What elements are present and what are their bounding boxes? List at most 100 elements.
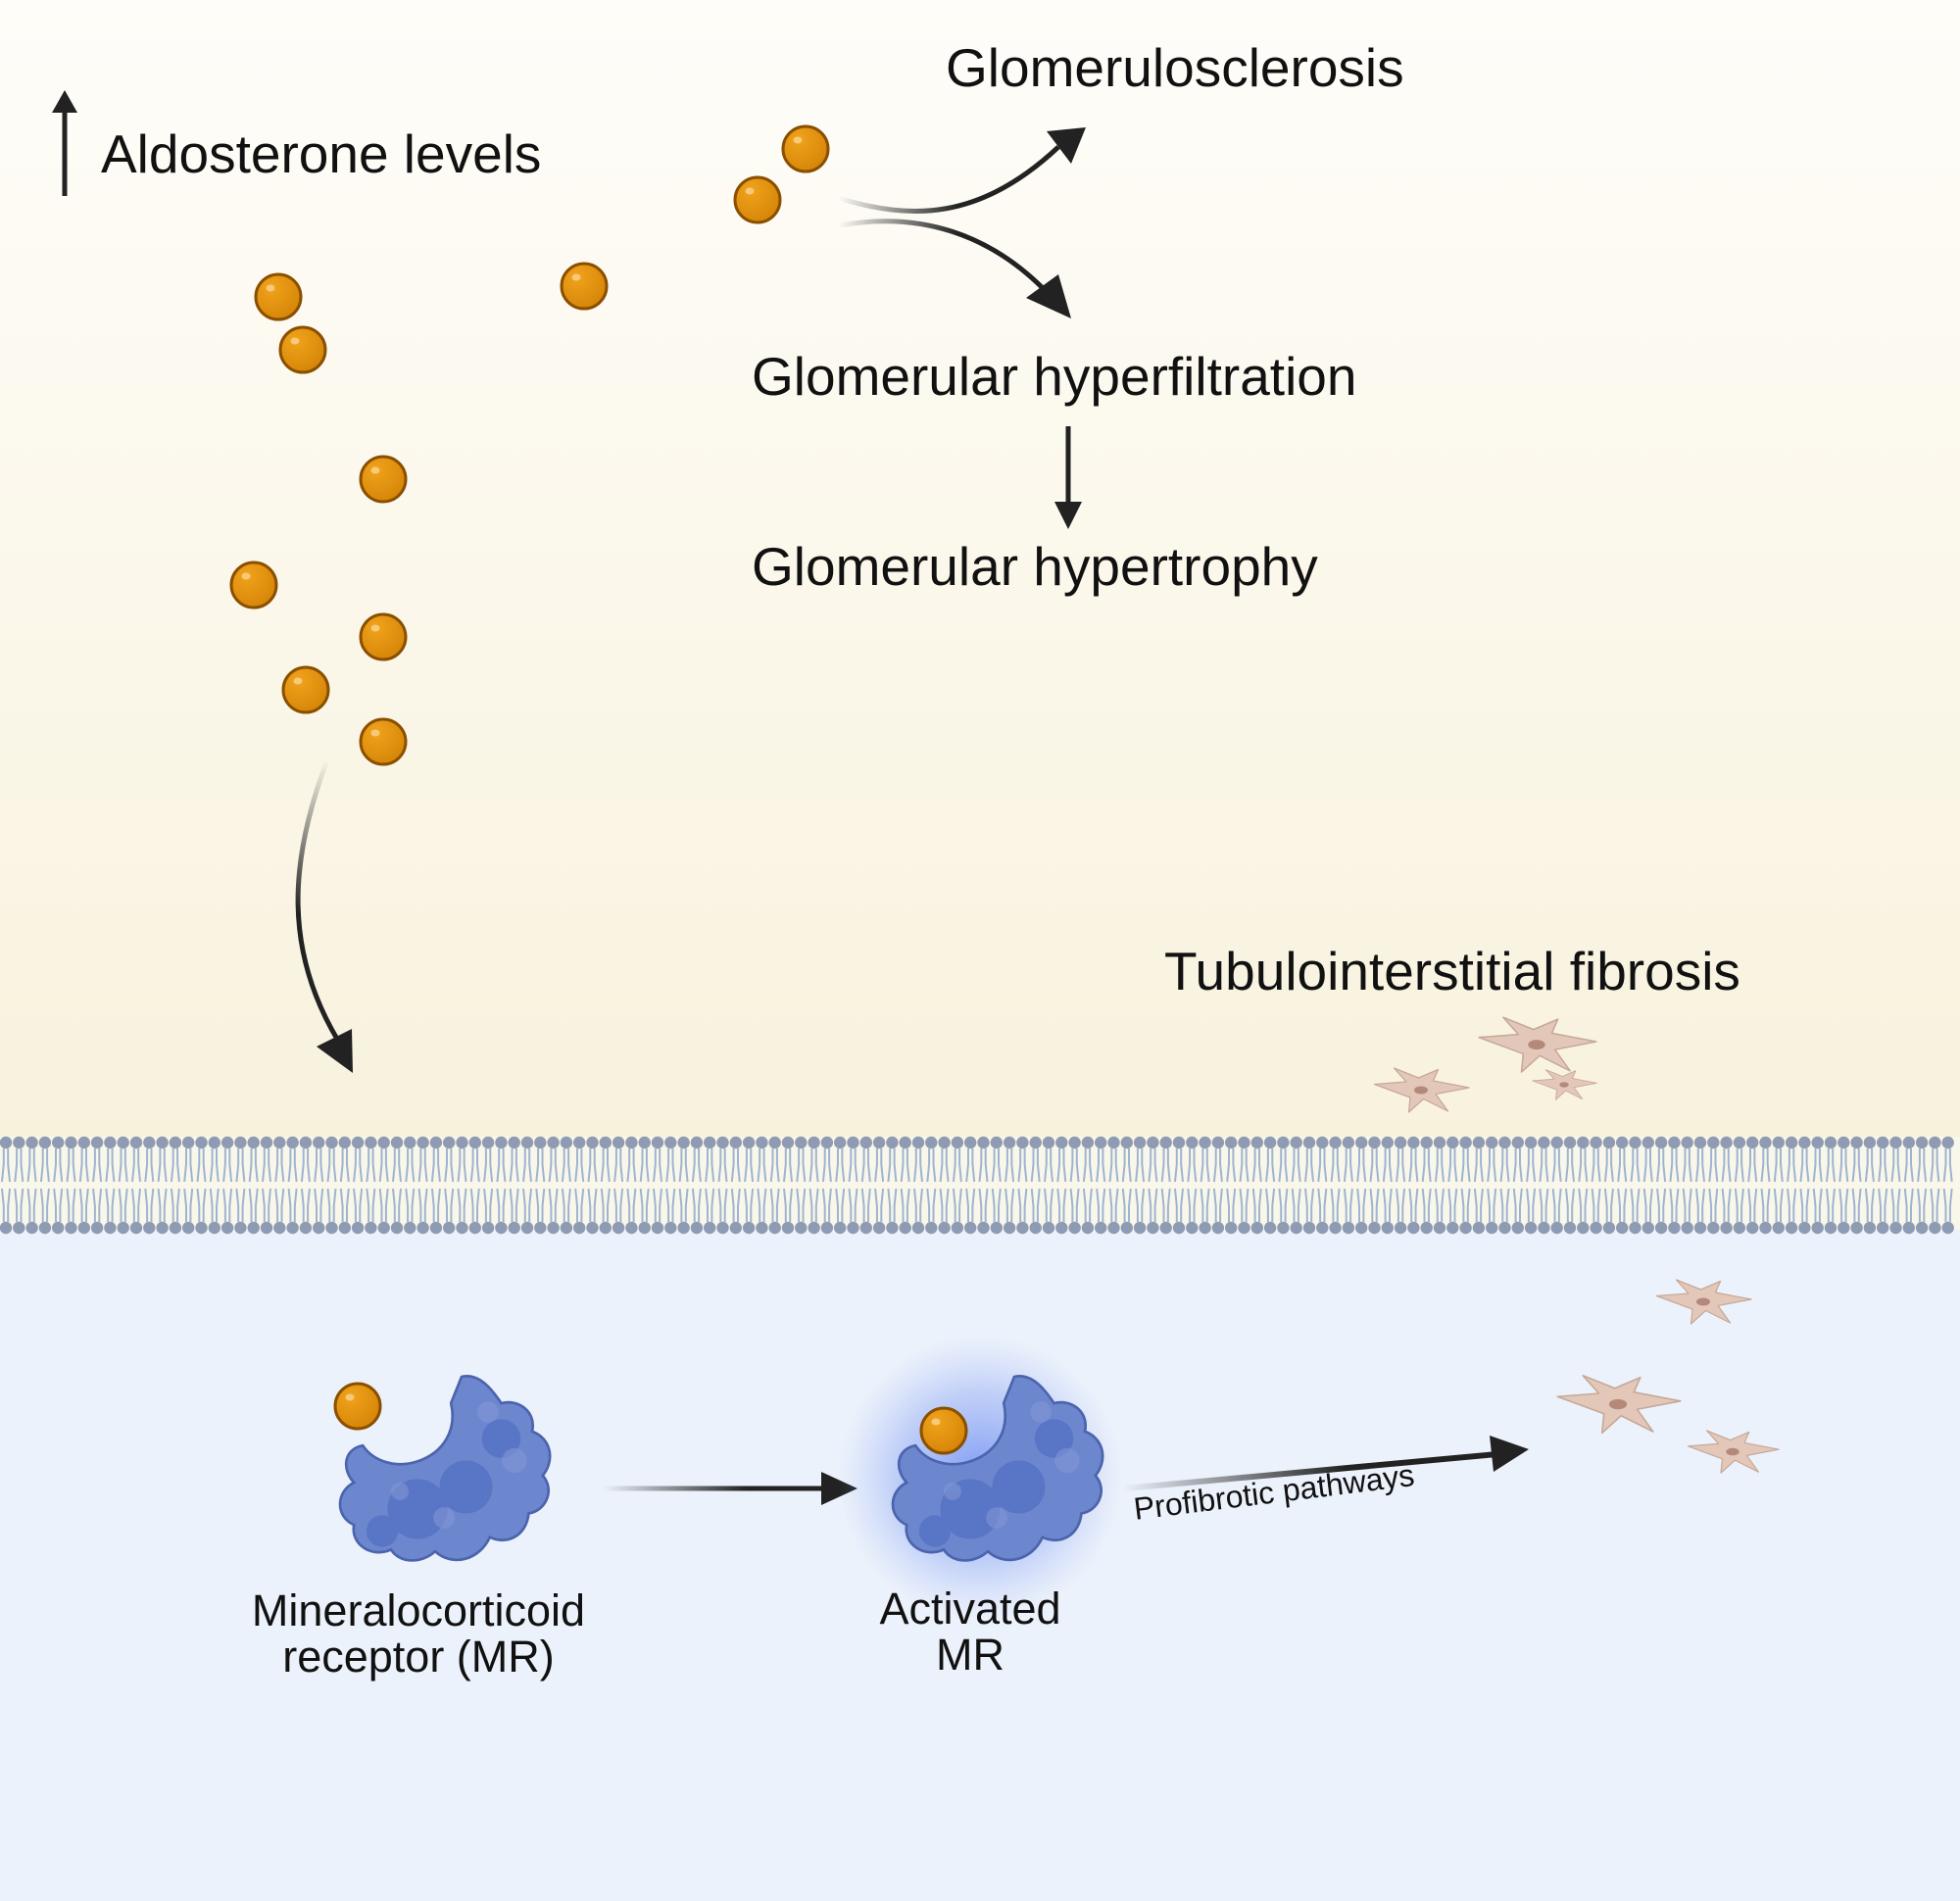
- lipid-tail: [1082, 1188, 1087, 1222]
- lipid-tail: [723, 1148, 728, 1183]
- lipid-tail: [1219, 1188, 1223, 1222]
- lipid-tail: [1187, 1188, 1192, 1222]
- lipid-head: [911, 1136, 925, 1149]
- lipid-tail: [1212, 1188, 1217, 1222]
- lipid-head: [25, 1221, 38, 1235]
- lipid-tail: [1114, 1188, 1119, 1222]
- lipid-tail: [1044, 1188, 1048, 1222]
- lipid-head: [1250, 1136, 1264, 1149]
- lipid-tail: [835, 1188, 839, 1222]
- lipid-tail: [489, 1148, 494, 1183]
- lipid-tail: [1903, 1188, 1908, 1222]
- lipid-head: [1746, 1221, 1759, 1235]
- lipid-tail: [1675, 1148, 1680, 1183]
- extracellular-space: [0, 0, 1960, 1137]
- lipid-tail: [710, 1148, 715, 1183]
- lipid-head: [795, 1221, 808, 1235]
- lipid-head: [1863, 1221, 1877, 1235]
- lipid-head: [1068, 1221, 1081, 1235]
- lipid-head: [286, 1136, 299, 1149]
- lipid-head: [1016, 1136, 1029, 1149]
- lipid-tail: [307, 1188, 311, 1222]
- lipid-tail: [593, 1188, 598, 1222]
- lipid-tail: [1571, 1188, 1575, 1222]
- lipid-head: [377, 1136, 390, 1149]
- lipid-head: [1577, 1221, 1590, 1235]
- lipid-head: [195, 1221, 208, 1235]
- lipid-tail: [1153, 1148, 1158, 1183]
- lipid-head: [677, 1221, 690, 1235]
- lipid-tail: [1656, 1148, 1660, 1183]
- lipid-head: [1290, 1221, 1302, 1235]
- lipid-tail: [1, 1148, 5, 1183]
- lipid-head: [260, 1136, 273, 1149]
- lipid-tail: [867, 1148, 871, 1183]
- lipid-head: [1472, 1136, 1486, 1149]
- lipid-tail: [717, 1148, 722, 1183]
- lipid-tail: [1297, 1188, 1301, 1222]
- lipid-tail: [216, 1188, 220, 1222]
- lipid-tail: [339, 1148, 344, 1183]
- lipid-tail: [1688, 1148, 1692, 1183]
- lipid-tail: [653, 1188, 657, 1222]
- lipid-tail: [1838, 1148, 1843, 1183]
- lipid-head: [416, 1221, 429, 1235]
- lipid-tail: [450, 1148, 455, 1183]
- lipid-head: [1577, 1136, 1590, 1149]
- lipid-head: [1654, 1136, 1668, 1149]
- lipid-tail: [170, 1148, 174, 1183]
- lipid-tail: [202, 1148, 207, 1183]
- lipid-tail: [1375, 1148, 1380, 1183]
- lipid-tail: [1805, 1188, 1810, 1222]
- lipid-head: [1863, 1136, 1877, 1149]
- lipid-tail: [762, 1188, 767, 1222]
- lipid-head: [90, 1221, 104, 1235]
- lipid-head: [1941, 1136, 1954, 1149]
- lipid-tail: [1884, 1188, 1888, 1222]
- lipid-tail: [1499, 1188, 1504, 1222]
- lipid-head: [1511, 1221, 1525, 1235]
- lipid-tail: [919, 1148, 923, 1183]
- lipid-head: [1733, 1221, 1746, 1235]
- lipid-head: [560, 1221, 573, 1235]
- lipid-tail: [1917, 1188, 1921, 1222]
- lipid-tail: [1421, 1188, 1426, 1222]
- lipid-head: [299, 1221, 313, 1235]
- lipid-tail: [1766, 1188, 1771, 1222]
- lipid-tail: [1864, 1148, 1869, 1183]
- lipid-tail: [353, 1148, 357, 1183]
- arrow-to-membrane: [295, 761, 353, 1073]
- lipid-head: [795, 1136, 808, 1149]
- lipid-head: [677, 1136, 690, 1149]
- lipid-tail: [1265, 1188, 1269, 1222]
- lipid-head: [977, 1136, 990, 1149]
- lipid-tail: [417, 1188, 422, 1222]
- lipid-tail: [1649, 1148, 1653, 1183]
- lipid-tail: [26, 1148, 31, 1183]
- lipid-tail: [209, 1188, 214, 1222]
- lipid-head: [52, 1136, 65, 1149]
- lipid-tail: [1818, 1188, 1823, 1222]
- lipid-tail: [1323, 1148, 1328, 1183]
- lipid-tail: [314, 1148, 318, 1183]
- lipid-tail: [600, 1148, 605, 1183]
- lipid-tail: [1226, 1188, 1230, 1222]
- lipid-head: [104, 1136, 117, 1149]
- lipid-head: [1877, 1136, 1889, 1149]
- lipid-tail: [496, 1188, 501, 1222]
- lipid-head: [1355, 1221, 1368, 1235]
- lipid-tail: [1382, 1188, 1387, 1222]
- lipid-tail: [1114, 1148, 1119, 1183]
- lipid-head: [38, 1221, 52, 1235]
- lipid-head: [247, 1221, 260, 1235]
- lipid-tail: [514, 1148, 519, 1183]
- lipid-head: [925, 1136, 938, 1149]
- lipid-tail: [144, 1148, 149, 1183]
- lipid-head: [1159, 1136, 1172, 1149]
- lipid-tail: [1727, 1148, 1732, 1183]
- lipid-head: [1003, 1136, 1016, 1149]
- lipid-tail: [463, 1188, 467, 1222]
- lipid-tail: [1591, 1148, 1595, 1183]
- lipid-head: [651, 1221, 664, 1235]
- lipid-tail: [20, 1188, 24, 1222]
